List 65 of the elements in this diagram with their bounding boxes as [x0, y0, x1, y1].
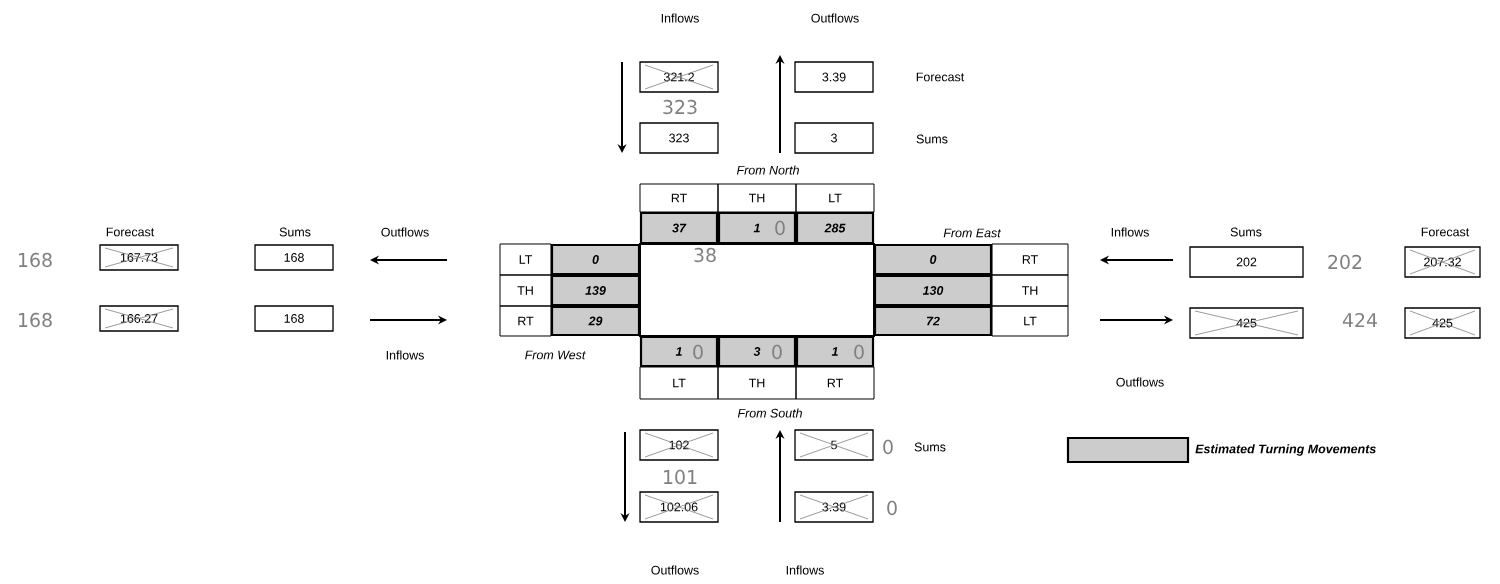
handwritten-note: 0 — [772, 344, 782, 360]
value-box: 3.39 — [794, 61, 874, 93]
column-label: Inflows — [661, 13, 699, 23]
handwritten-note: 0 — [775, 220, 785, 236]
movement-cell: 29 — [550, 305, 641, 337]
approach-label: From North — [736, 165, 799, 175]
handwritten-note: 0 — [854, 344, 864, 360]
column-label: Outflows — [381, 227, 429, 237]
crossed-value-box: 167.73 — [99, 244, 179, 271]
movement-cell: 37 — [639, 211, 719, 245]
movement-type-cell: RT — [795, 366, 875, 400]
column-label: Forecast — [916, 72, 965, 82]
legend-label: Estimated Turning Movements — [1195, 444, 1376, 456]
movement-type-cell: TH — [499, 274, 552, 307]
movement-type-cell: LT — [499, 243, 552, 276]
movement-cell: 0 — [873, 243, 993, 276]
crossed-value-box: 425 — [1189, 307, 1304, 339]
movement-type-cell: RT — [639, 183, 719, 213]
column-label: Inflows — [1111, 227, 1149, 237]
value-box: 168 — [254, 244, 334, 271]
approach-label: From South — [737, 408, 802, 418]
movement-type-cell: LT — [991, 305, 1069, 337]
value-box: 323 — [639, 122, 719, 154]
column-label: Outflows — [1116, 377, 1164, 387]
handwritten-note: 38 — [694, 247, 716, 263]
value-box: 202 — [1189, 246, 1304, 278]
movement-cell: 72 — [873, 305, 993, 337]
movement-cell: 139 — [550, 274, 641, 307]
crossed-value-box: 425 — [1404, 307, 1481, 339]
handwritten-note: 168 — [19, 312, 52, 328]
handwritten-note: 323 — [663, 99, 697, 115]
movement-cell: 285 — [795, 211, 875, 245]
handwritten-note: 424 — [1342, 312, 1377, 327]
movement-type-cell: TH — [991, 274, 1069, 307]
value-box: 3 — [794, 122, 874, 154]
movement-type-cell: TH — [717, 183, 797, 213]
crossed-value-box: 102 — [639, 429, 719, 461]
crossed-value-box: 207.32 — [1404, 246, 1481, 278]
column-label: Outflows — [811, 13, 859, 23]
crossed-value-box: 5 — [794, 429, 874, 461]
handwritten-note: 168 — [19, 252, 52, 268]
movement-type-cell: RT — [991, 243, 1069, 276]
movement-type-cell: TH — [717, 366, 797, 400]
crossed-value-box: 102.06 — [639, 491, 719, 523]
column-label: Sums — [916, 134, 948, 144]
handwritten-note: 0 — [883, 439, 893, 455]
value-box: 168 — [254, 305, 334, 332]
movement-type-cell: LT — [795, 183, 875, 213]
approach-label: From East — [943, 228, 1002, 238]
crossed-value-box: 321.2 — [639, 61, 719, 93]
column-label: Inflows — [386, 350, 424, 360]
column-label: Outflows — [651, 565, 699, 575]
column-label: Inflows — [786, 565, 824, 575]
movement-type-cell: LT — [639, 366, 719, 400]
handwritten-note: 101 — [664, 469, 697, 485]
approach-label: From West — [525, 350, 586, 360]
column-label: Sums — [914, 442, 946, 452]
movement-type-cell: RT — [499, 305, 552, 337]
handwritten-note: 0 — [693, 344, 703, 360]
handwritten-note: 202 — [1328, 254, 1362, 270]
movement-cell: 0 — [550, 243, 641, 276]
movement-cell: 130 — [873, 274, 993, 307]
handwritten-note: 0 — [887, 500, 897, 516]
crossed-value-box: 3.39 — [794, 491, 874, 523]
crossed-value-box: 166.27 — [99, 305, 179, 332]
